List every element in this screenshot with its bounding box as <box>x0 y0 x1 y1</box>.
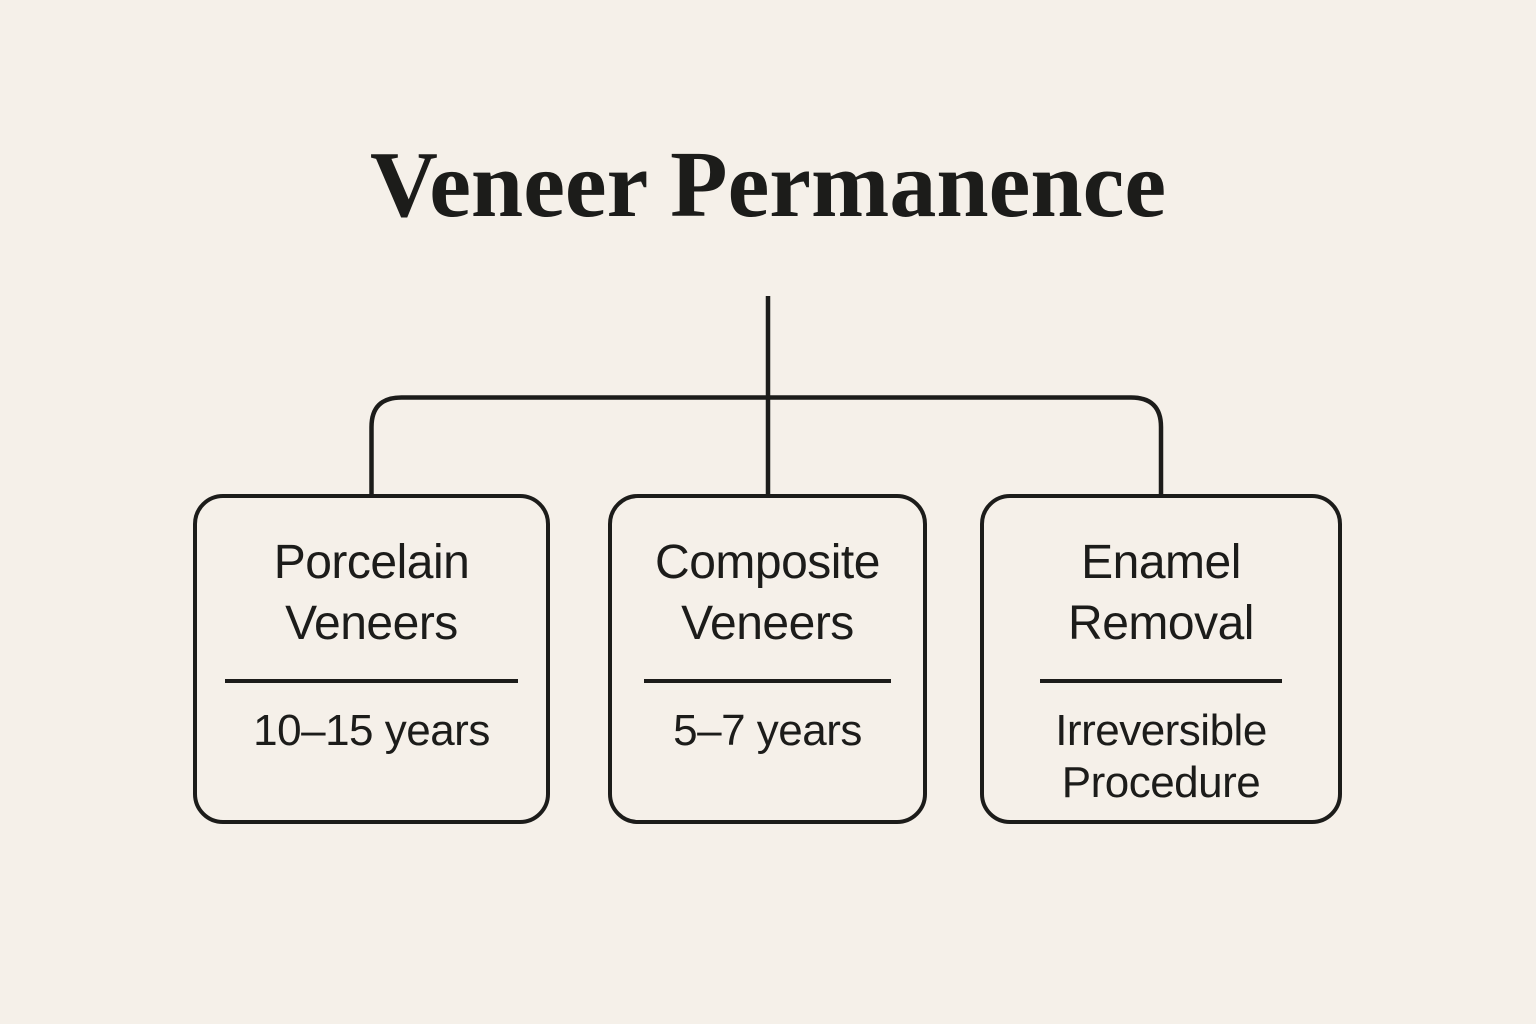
node-value: 10–15 years <box>253 705 490 755</box>
node-label: Porcelain Veneers <box>273 536 470 651</box>
node-porcelain-veneers: Porcelain Veneers 10–15 years <box>193 494 550 824</box>
branch-line <box>369 395 1164 496</box>
divider <box>225 678 518 683</box>
divider <box>1040 678 1282 683</box>
node-value: 5–7 years <box>673 705 862 755</box>
node-value: Irreversible Procedure <box>1055 705 1267 807</box>
node-label: Enamel Removal <box>1068 536 1254 651</box>
node-enamel-removal: Enamel Removal Irreversible Procedure <box>980 494 1342 824</box>
divider <box>644 678 891 683</box>
node-label: Composite Veneers <box>655 536 880 651</box>
node-composite-veneers: Composite Veneers 5–7 years <box>608 494 927 824</box>
page-title: Veneer Permanence <box>369 133 1167 237</box>
